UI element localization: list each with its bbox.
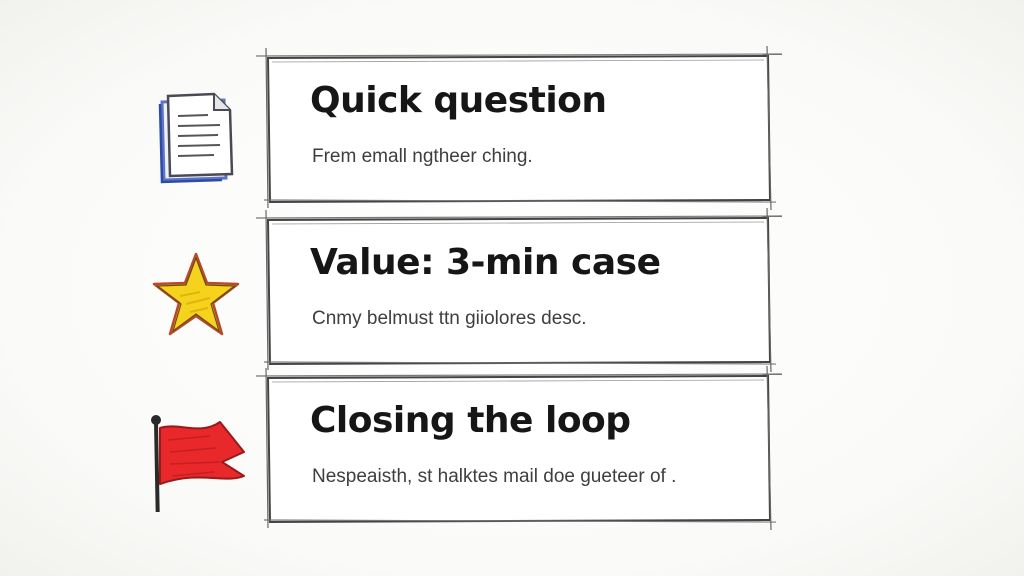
document-icon (140, 72, 250, 192)
step-subtitle: Cnmy belmust ttn giiolores desc. (312, 308, 587, 329)
step-card-1: Quick question Frem emall ngtheer ching. (255, 45, 783, 211)
step-title: Closing the loop (310, 400, 631, 441)
step-row-3: Closing the loop Nespeaisth, st halktes … (0, 365, 1024, 531)
star-icon (140, 234, 250, 354)
step-row-2: Value: 3-min case Cnmy belmust ttn giiol… (0, 207, 1024, 373)
step-subtitle: Frem emall ngtheer ching. (312, 146, 533, 167)
step-row-1: Quick question Frem emall ngtheer ching. (0, 45, 1024, 211)
step-title: Value: 3-min case (310, 242, 661, 283)
card-border (255, 365, 783, 531)
card-border (255, 207, 783, 373)
flag-icon (140, 392, 250, 531)
step-title: Quick question (310, 80, 607, 121)
step-card-2: Value: 3-min case Cnmy belmust ttn giiol… (255, 207, 783, 373)
card-border (255, 45, 783, 211)
step-subtitle: Nespeaisth, st halktes mail doe gueteer … (312, 466, 677, 487)
step-card-3: Closing the loop Nespeaisth, st halktes … (255, 365, 783, 531)
